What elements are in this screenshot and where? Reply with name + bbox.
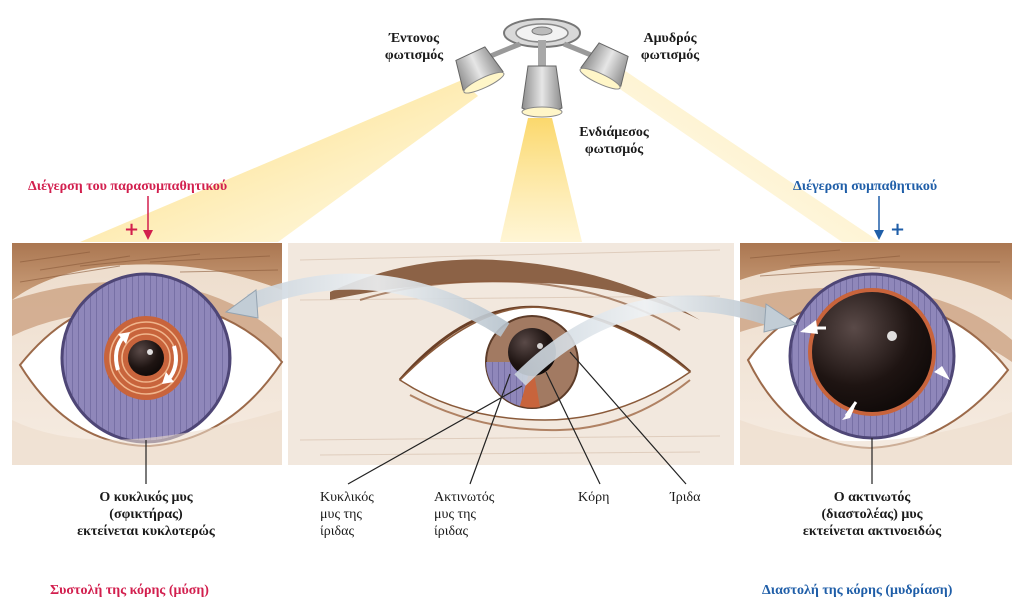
circular-iris-muscle-label: Κυκλικός μυς της ίριδας [320, 489, 374, 540]
circular-muscle-caption: Ο κυκλικός μυς (σφικτήρας) εκτείνεται κυ… [56, 489, 236, 540]
medium-lighting-line-2: φωτισμός [566, 141, 662, 158]
left-caption-line-3: εκτείνεται κυκλοτερώς [56, 523, 236, 540]
iris-label: Ίριδα [670, 489, 700, 506]
radial-muscle-caption: Ο ακτινωτός (διαστολέας) μυς εκτείνεται … [782, 489, 962, 540]
sympathetic-plus-sign: + [890, 221, 905, 239]
circular-iris-muscle-line-3: ίριδας [320, 523, 374, 540]
medium-lighting-line-1: Ενδιάμεσος [566, 124, 662, 141]
dim-lighting-line-2: φωτισμός [632, 47, 708, 64]
pupil-dilation-label: Διαστολή της κόρης (μυδρίαση) [762, 582, 952, 599]
radial-iris-muscle-label: Ακτινωτός μυς της ίριδας [434, 489, 494, 540]
ceiling-lamp-icon [450, 19, 633, 117]
left-caption-line-2: (σφικτήρας) [56, 506, 236, 523]
right-caption-line-3: εκτείνεται ακτινοειδώς [782, 523, 962, 540]
sympathetic-stimulation-label: Διέγερση συμπαθητικού [793, 178, 937, 195]
dilated-pupil-eye-panel [740, 243, 1012, 465]
radial-iris-muscle-line-1: Ακτινωτός [434, 489, 494, 506]
radial-iris-muscle-line-3: ίριδας [434, 523, 494, 540]
dim-lighting-line-1: Αμυδρός [632, 30, 708, 47]
radial-iris-muscle-line-2: μυς της [434, 506, 494, 523]
constricted-pupil-eye-panel [12, 243, 282, 465]
right-caption-line-2: (διαστολέας) μυς [782, 506, 962, 523]
bright-lighting-label: Έντονος φωτισμός [372, 30, 456, 64]
dim-lighting-label: Αμυδρός φωτισμός [632, 30, 708, 64]
parasympathetic-plus-sign: + [124, 221, 139, 239]
pupil-label: Κόρη [578, 489, 609, 506]
left-caption-line-1: Ο κυκλικός μυς [56, 489, 236, 506]
parasympathetic-stimulation-label: Διέγερση του παρασυμπαθητικού [28, 178, 227, 195]
circular-iris-muscle-line-1: Κυκλικός [320, 489, 374, 506]
bright-lighting-line-2: φωτισμός [372, 47, 456, 64]
medium-lighting-label: Ενδιάμεσος φωτισμός [566, 124, 662, 158]
pupil-constriction-label: Συστολή της κόρης (μύση) [50, 582, 209, 599]
bright-lighting-line-1: Έντονος [372, 30, 456, 47]
right-caption-line-1: Ο ακτινωτός [782, 489, 962, 506]
circular-iris-muscle-line-2: μυς της [320, 506, 374, 523]
bright-light-beam [80, 80, 478, 242]
